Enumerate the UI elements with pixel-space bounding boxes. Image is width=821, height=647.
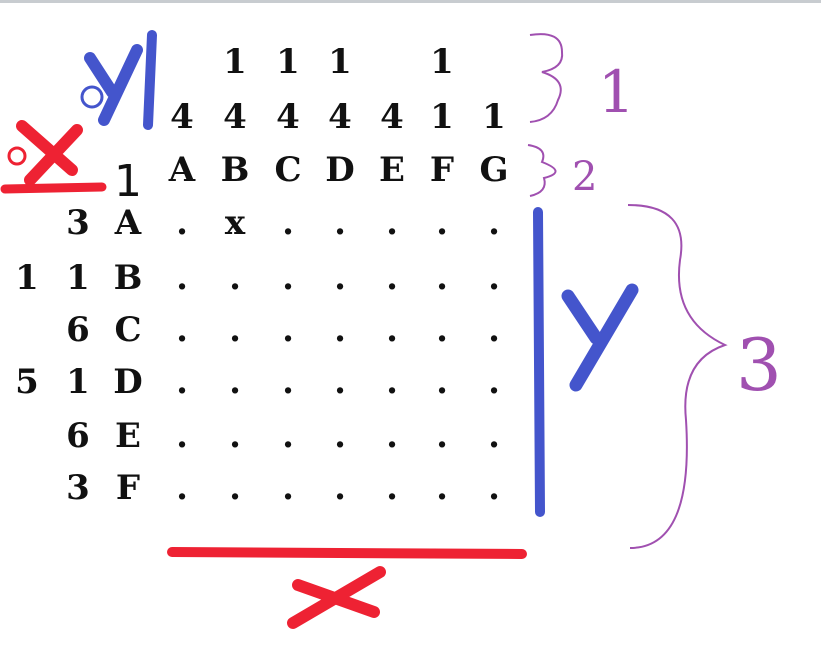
corner-marker: 1: [114, 156, 142, 207]
grid-cell: .: [282, 416, 294, 456]
grid-cell: .: [488, 310, 500, 350]
grid-cell: .: [282, 362, 294, 402]
grid-cell: x: [224, 203, 246, 243]
grid-cell: .: [386, 203, 398, 243]
grid-cell: .: [176, 203, 188, 243]
grid-cell: .: [176, 468, 188, 508]
column-hint-top: 1: [430, 42, 454, 82]
row-hint: 6: [66, 310, 90, 350]
column-label: C: [274, 150, 302, 190]
purple-brace-3: [627, 204, 728, 549]
grid-cell: .: [334, 362, 346, 402]
red-x-letter-bottom: [287, 566, 386, 629]
row-label: D: [113, 362, 143, 402]
grid-cell: .: [229, 362, 241, 402]
grid-cell: .: [436, 258, 448, 298]
column-hint: 4: [170, 97, 194, 137]
grid-cell: .: [176, 416, 188, 456]
grid-cell: .: [334, 310, 346, 350]
grid-cell: .: [488, 203, 500, 243]
grid-cell: .: [334, 203, 346, 243]
grid-cell: .: [436, 362, 448, 402]
purple-brace-1: [529, 33, 564, 123]
window-top-border: [0, 0, 821, 3]
brace-label-3: 3: [736, 323, 782, 407]
blue-axis-bar-right: [533, 207, 545, 517]
grid-cell: .: [386, 258, 398, 298]
column-hint: 1: [482, 97, 506, 137]
row-hint: 1: [66, 362, 90, 402]
row-label: C: [114, 310, 142, 350]
column-label: G: [479, 150, 509, 190]
blue-y-letter-right: [561, 283, 639, 392]
grid-cell: .: [488, 258, 500, 298]
row-label: F: [115, 468, 141, 508]
row-label: E: [115, 416, 141, 456]
column-label: B: [220, 150, 250, 190]
grid-cell: .: [282, 468, 294, 508]
red-circle-mark: [7, 146, 27, 166]
grid-cell: .: [282, 310, 294, 350]
grid-cell: .: [282, 203, 294, 243]
grid-cell: .: [386, 362, 398, 402]
red-x-letter-top: [16, 120, 83, 186]
grid-cell: .: [229, 468, 241, 508]
row-hint-left: 1: [15, 258, 39, 298]
grid-cell: .: [282, 258, 294, 298]
row-hint: 3: [66, 203, 90, 243]
column-hint-top: 1: [328, 42, 352, 82]
grid-cell: .: [229, 310, 241, 350]
grid-cell: .: [229, 258, 241, 298]
column-hint: 4: [380, 97, 404, 137]
brace-label-2: 2: [572, 154, 597, 200]
grid-cell: .: [176, 310, 188, 350]
brace-label-1: 1: [598, 58, 635, 126]
row-label: B: [113, 258, 143, 298]
grid-cell: .: [436, 468, 448, 508]
grid-cell: .: [436, 203, 448, 243]
purple-brace-2: [527, 144, 557, 197]
blue-axis-bar-top: [143, 30, 157, 130]
grid-cell: .: [488, 468, 500, 508]
grid-cell: .: [386, 310, 398, 350]
row-hint: 6: [66, 416, 90, 456]
column-label: A: [168, 150, 196, 190]
blue-circle-mark: [80, 85, 104, 109]
column-hint: 4: [328, 97, 352, 137]
red-axis-bar-bottom: [167, 547, 527, 559]
column-label: F: [429, 150, 455, 190]
grid-cell: .: [229, 416, 241, 456]
column-hint-top: 1: [276, 42, 300, 82]
grid-cell: .: [334, 258, 346, 298]
grid-cell: .: [488, 416, 500, 456]
column-hint-top: 1: [223, 42, 247, 82]
grid-cell: .: [436, 416, 448, 456]
grid-cell: .: [386, 468, 398, 508]
grid-cell: .: [176, 258, 188, 298]
grid-cell: .: [386, 416, 398, 456]
grid-cell: .: [334, 468, 346, 508]
grid-cell: .: [436, 310, 448, 350]
red-axis-bar-top: [0, 182, 107, 194]
grid-cell: .: [176, 362, 188, 402]
grid-cell: .: [334, 416, 346, 456]
row-hint-left: 5: [15, 362, 39, 402]
blue-y-letter-top: [84, 44, 143, 126]
row-hint: 3: [66, 468, 90, 508]
column-label: D: [325, 150, 355, 190]
column-hint: 4: [223, 97, 247, 137]
grid-cell: .: [488, 362, 500, 402]
column-hint: 1: [430, 97, 454, 137]
column-hint: 4: [276, 97, 300, 137]
column-label: E: [379, 150, 405, 190]
row-label: A: [114, 203, 142, 243]
row-hint: 1: [66, 258, 90, 298]
